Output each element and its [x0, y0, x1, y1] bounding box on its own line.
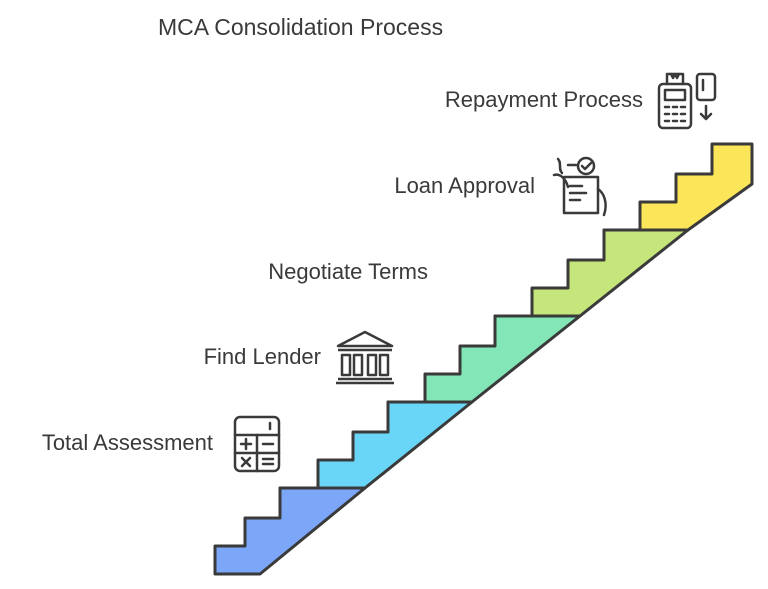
signed-document-icon [552, 156, 607, 217]
stair-segment-1 [213, 486, 367, 576]
payment-terminal-icon [657, 72, 717, 130]
step-label-repayment-process: Repayment Process [444, 87, 643, 112]
step-label-loan-approval: Loan Approval [394, 173, 535, 198]
step-label-total-assessment: Total Assessment [41, 430, 213, 455]
step-label-negotiate-terms: Negotiate Terms [268, 259, 428, 284]
stair-segment-3 [386, 314, 582, 404]
stair-segment-2 [278, 400, 474, 490]
bank-building-icon [336, 330, 394, 385]
stair-segment-5 [602, 142, 754, 232]
step-label-find-lender: Find Lender [203, 344, 321, 369]
calculator-icon [233, 415, 281, 473]
stair-segment-4 [493, 228, 690, 318]
diagram-title: MCA Consolidation Process [158, 14, 444, 40]
